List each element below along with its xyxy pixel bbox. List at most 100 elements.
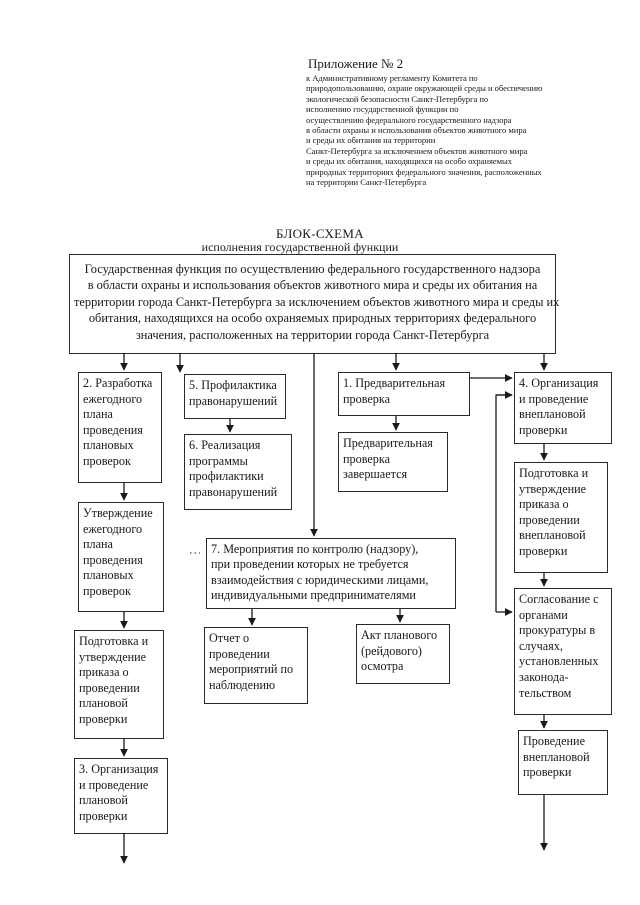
- appendix-line: осуществлению федерального государственн…: [306, 114, 512, 125]
- step-1-preliminary-box: 1. Предварительная проверка: [338, 372, 470, 416]
- step-3-planned-inspection-box: 3. Организация и проведение плановой про…: [74, 758, 168, 834]
- main-function-text: обитания, находящихся на особо охраняемы…: [88, 311, 537, 326]
- box-text: внеплановой: [519, 528, 586, 543]
- box-text: плановой: [79, 793, 128, 808]
- step-6-program-box: 6. Реализация программы профилактики пра…: [184, 434, 292, 510]
- box-text: Утверждение: [83, 506, 153, 520]
- box-text: проведении: [79, 680, 140, 695]
- box-text: плановых: [83, 568, 134, 583]
- appendix-line: в области охраны и использования объекто…: [306, 125, 527, 136]
- box-text: программы: [189, 453, 248, 468]
- box-text: 1. Предварительная: [343, 376, 446, 390]
- appendix-block: Приложение № 2 к Административному регла…: [306, 56, 636, 187]
- box-text: прокуратуры в: [519, 623, 596, 638]
- box-text: утверждение: [519, 481, 587, 496]
- box-text: проверок: [83, 453, 131, 468]
- box-text: проверки: [519, 422, 568, 437]
- box-text: случаях,: [519, 638, 563, 653]
- box-text: 2. Разработка: [83, 376, 153, 390]
- box-text: правонарушений: [189, 484, 278, 499]
- box-text: проверки: [523, 765, 572, 780]
- box-text: правонарушений: [189, 393, 278, 408]
- box-text: проведения: [83, 552, 143, 567]
- prosecutor-agreement-box: Согласование с органами прокуратуры в сл…: [514, 588, 612, 715]
- appendix-line: экологической безопасности Санкт-Петербу…: [306, 93, 489, 104]
- box-text: 5. Профилактика: [189, 378, 277, 392]
- appendix-line: к Административному регламенту Комитета …: [306, 73, 478, 83]
- main-function-text: Государственная функция по осуществлению…: [84, 262, 541, 276]
- box-text: Акт планового: [361, 628, 438, 642]
- box-text: проверка: [343, 451, 391, 466]
- box-text: 3. Организация: [79, 762, 159, 776]
- box-text: плана: [83, 407, 113, 422]
- main-function-box: Государственная функция по осуществлению…: [69, 254, 560, 354]
- box-text: внеплановой: [519, 407, 586, 422]
- box-text: проведении: [519, 512, 580, 527]
- box-text: профилактики: [189, 469, 264, 484]
- box-text: мероприятий по: [209, 662, 294, 677]
- appendix-line: исполнению государственной функции по: [306, 104, 459, 115]
- observation-report-box: Отчет о проведении мероприятий по наблюд…: [204, 627, 308, 704]
- box-text: Отчет о: [209, 631, 250, 645]
- box-text: индивидуальными предпринимателями: [211, 588, 416, 603]
- box-text: Подготовка и: [519, 466, 589, 480]
- step-5-prevention-box: 5. Профилактика правонарушений: [184, 374, 286, 419]
- box-text: завершается: [343, 467, 408, 482]
- appendix-line: Санкт-Петербурга за исключением объектов…: [306, 145, 528, 156]
- box-text: Проведение: [523, 734, 585, 748]
- box-text: осмотра: [361, 659, 404, 674]
- box-text: 6. Реализация: [189, 438, 261, 452]
- box-text: ежегодного: [83, 391, 143, 406]
- box-text: и проведение: [79, 777, 149, 792]
- box-text: установленных: [519, 654, 599, 669]
- box-text: и проведение: [519, 391, 589, 406]
- box-text: (рейдового): [361, 643, 422, 658]
- inspection-act-box: Акт планового (рейдового) осмотра: [356, 624, 450, 684]
- box-text: наблюдению: [209, 677, 276, 692]
- box-text: 4. Организация: [519, 376, 599, 390]
- conduct-unplanned-inspection-box: Проведение внеплановой проверки: [518, 730, 608, 795]
- box-text: утверждение: [79, 649, 147, 664]
- box-text: проведении: [209, 646, 270, 661]
- box-text: проведения: [83, 422, 143, 437]
- prepare-unplanned-order-box: Подготовка и утверждение приказа о прове…: [514, 462, 608, 573]
- appendix-line: на территории Санкт-Петербурга: [306, 177, 427, 188]
- box-text: взаимодействия с юридическими лицами,: [211, 572, 429, 587]
- box-text: органами: [519, 607, 568, 622]
- box-text: 7. Мероприятия по контролю (надзору),: [211, 542, 419, 556]
- preliminary-complete-box: Предварительная проверка завершается: [338, 432, 448, 492]
- box-text: Согласование с: [519, 592, 599, 606]
- box-text: проверка: [343, 391, 391, 406]
- box-text: плановых: [83, 438, 134, 453]
- box-text: приказа о: [519, 497, 569, 512]
- box-text: проверки: [79, 808, 128, 823]
- appendix-line: и среды их обитания на территории: [306, 135, 436, 146]
- box-text: Предварительная: [343, 436, 433, 450]
- box-text: проверки: [519, 543, 568, 558]
- box-text: приказа о: [79, 665, 129, 680]
- step-4-unplanned-inspection-box: 4. Организация и проведение внеплановой …: [514, 372, 612, 444]
- box-text: проверок: [83, 583, 131, 598]
- box-text: ежегодного: [83, 521, 143, 536]
- step-7-control-measures-box: 7. Мероприятия по контролю (надзору), пр…: [206, 538, 456, 609]
- box-text: внеплановой: [523, 749, 590, 764]
- box-text: тельством: [519, 685, 572, 700]
- main-function-text: территории города Санкт-Петербурга за ис…: [74, 294, 560, 309]
- main-function-text: значения, расположенных на территории го…: [135, 327, 490, 342]
- step-2-planning-box: 2. Разработка ежегодного плана проведени…: [78, 372, 162, 483]
- diagram-subtitle: исполнения государственной функции: [201, 240, 399, 254]
- box-text: законода-: [519, 669, 569, 684]
- appendix-line: и среды их обитания, находящихся на особ…: [306, 156, 512, 167]
- box-text: при проведении которых не требуется: [211, 557, 409, 572]
- main-function-text: в области охраны и использования объекто…: [87, 278, 538, 293]
- diagram-title: БЛОК-СХЕМА: [276, 226, 364, 241]
- appendix-line: природопользованию, охране окружающей ср…: [306, 83, 543, 94]
- box-text: проверки: [79, 711, 128, 726]
- appendix-title: Приложение № 2: [308, 56, 404, 71]
- box-text: Подготовка и: [79, 634, 149, 648]
- prepare-planned-order-box: Подготовка и утверждение приказа о прове…: [74, 630, 164, 739]
- appendix-line: природных территориях федерального значе…: [306, 166, 542, 177]
- approve-plan-box: Утверждение ежегодного плана проведения …: [78, 502, 164, 612]
- box-text: плановой: [79, 696, 128, 711]
